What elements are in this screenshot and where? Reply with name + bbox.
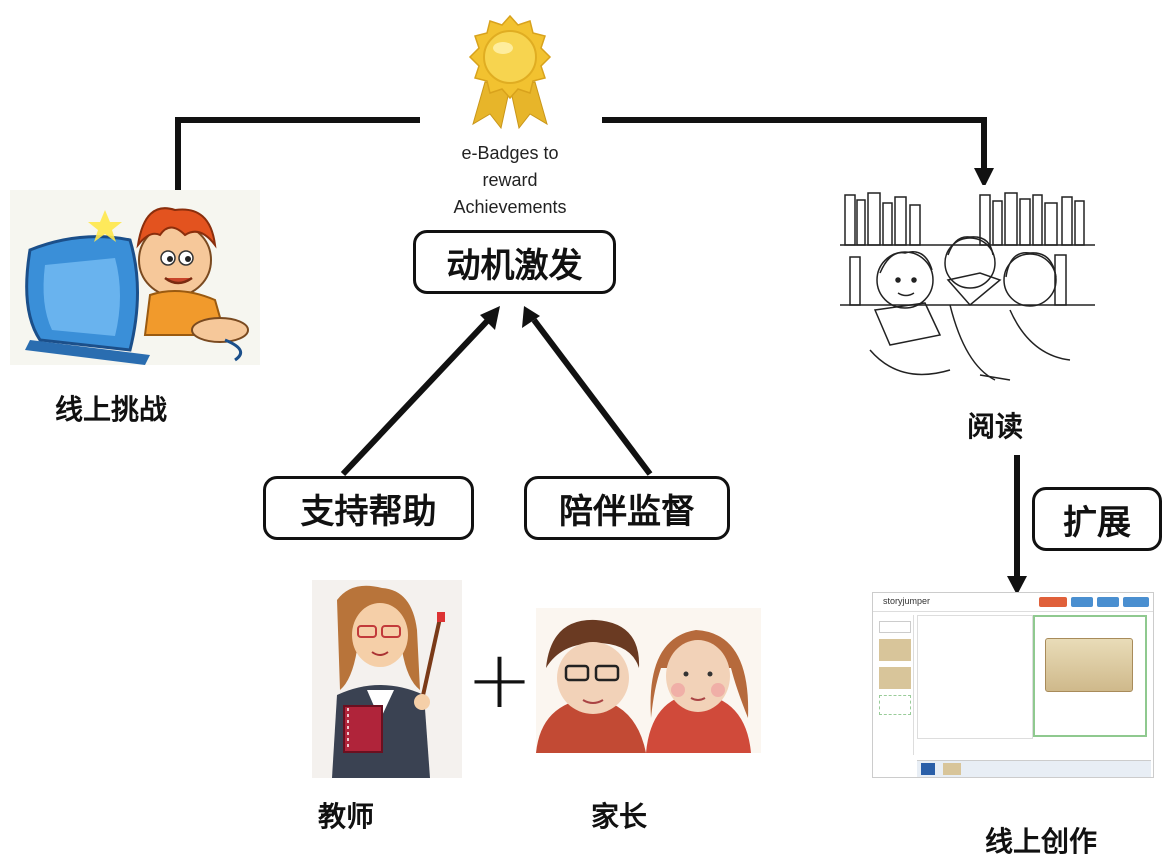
online-challenge-label: 线上挑战 [55,393,168,426]
line-badge-to-reading [602,117,987,175]
children-reading-illustration [830,185,1100,395]
parents-illustration [536,608,761,753]
storyjumper-logo: storyjumper [883,596,931,606]
badge-caption-line-3: Achievements [453,197,567,217]
storyjumper-scroll-image [1045,638,1133,692]
online-creation-label: 线上创作 [985,825,1098,858]
storyjumper-right-page [1033,615,1147,737]
boy-computer-illustration [10,190,260,365]
plus-sign: + [466,633,534,726]
storyjumper-button-2 [1071,597,1093,607]
teacher-illustration [312,580,462,778]
extension-box: 扩展 [1032,487,1162,551]
badge-caption: e-Badges to reward Achievements [420,140,600,221]
supervision-box: 陪伴监督 [524,476,730,540]
storyjumper-screenshot: storyjumper [872,592,1154,778]
award-badge-icon [468,14,552,130]
badge-caption-line-2: reward [482,170,538,190]
motivation-box: 动机激发 [413,230,616,294]
arrow-supervision-to-motivation [531,318,653,476]
support-box: 支持帮助 [263,476,474,540]
badge-caption-line-1: e-Badges to [461,143,559,163]
storyjumper-left-page [917,615,1033,739]
teacher-label: 教师 [318,800,375,833]
storyjumper-button-3 [1097,597,1119,607]
parents-label: 家长 [591,800,648,833]
arrow-to-reading [974,168,994,188]
arrow-support-to-motivation [340,315,493,477]
storyjumper-sidebar [877,615,914,755]
line-challenge-to-badge [175,117,420,190]
storyjumper-button-4 [1123,597,1149,607]
storyjumper-button-1 [1039,597,1067,607]
reading-label: 阅读 [967,410,1024,443]
storyjumper-toolbar: storyjumper [873,593,1153,612]
storyjumper-page-strip [917,760,1151,777]
